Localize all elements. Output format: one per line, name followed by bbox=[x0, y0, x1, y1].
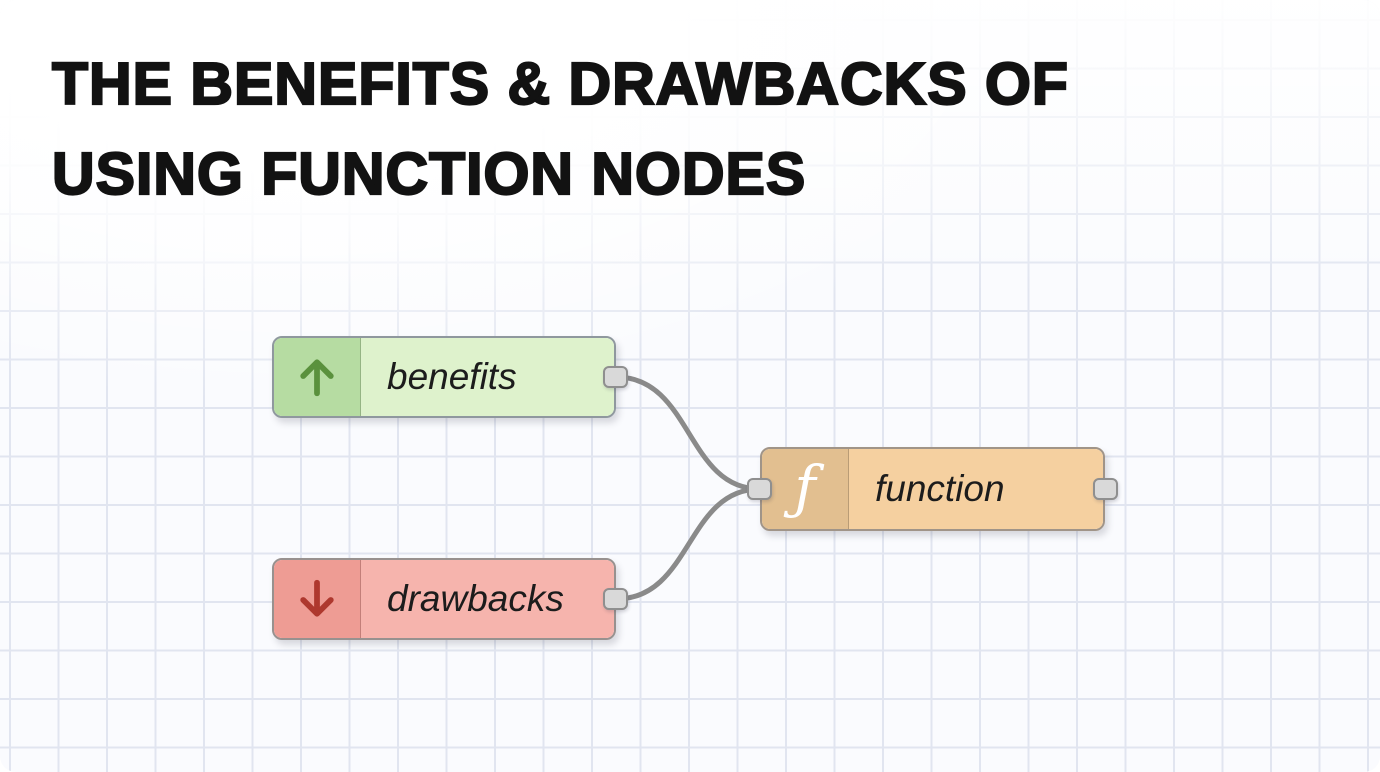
page-title-line-2: USING FUNCTION NODES bbox=[51, 140, 807, 208]
node-drawbacks-label: drawbacks bbox=[361, 560, 614, 638]
node-function-label: function bbox=[849, 449, 1103, 529]
port-function-output[interactable] bbox=[1093, 478, 1118, 500]
port-function-input[interactable] bbox=[747, 478, 772, 500]
arrow-down-icon bbox=[274, 560, 361, 638]
page-title: THE BENEFITS & DRAWBACKS OF USING FUNCTI… bbox=[51, 40, 1069, 219]
node-function[interactable]: ƒ function bbox=[760, 447, 1105, 531]
page-title-line-1: THE BENEFITS & DRAWBACKS OF bbox=[51, 50, 1069, 118]
function-icon-glyph: ƒ bbox=[794, 453, 816, 521]
port-drawbacks-output[interactable] bbox=[603, 588, 628, 610]
node-drawbacks[interactable]: drawbacks bbox=[272, 558, 616, 640]
arrow-up-icon bbox=[274, 338, 361, 416]
wire-drawbacks-to-function bbox=[613, 486, 763, 602]
port-benefits-output[interactable] bbox=[603, 366, 628, 388]
wire-benefits-to-function bbox=[613, 374, 763, 492]
node-benefits[interactable]: benefits bbox=[272, 336, 616, 418]
node-benefits-label: benefits bbox=[361, 338, 614, 416]
function-icon: ƒ bbox=[762, 449, 849, 529]
